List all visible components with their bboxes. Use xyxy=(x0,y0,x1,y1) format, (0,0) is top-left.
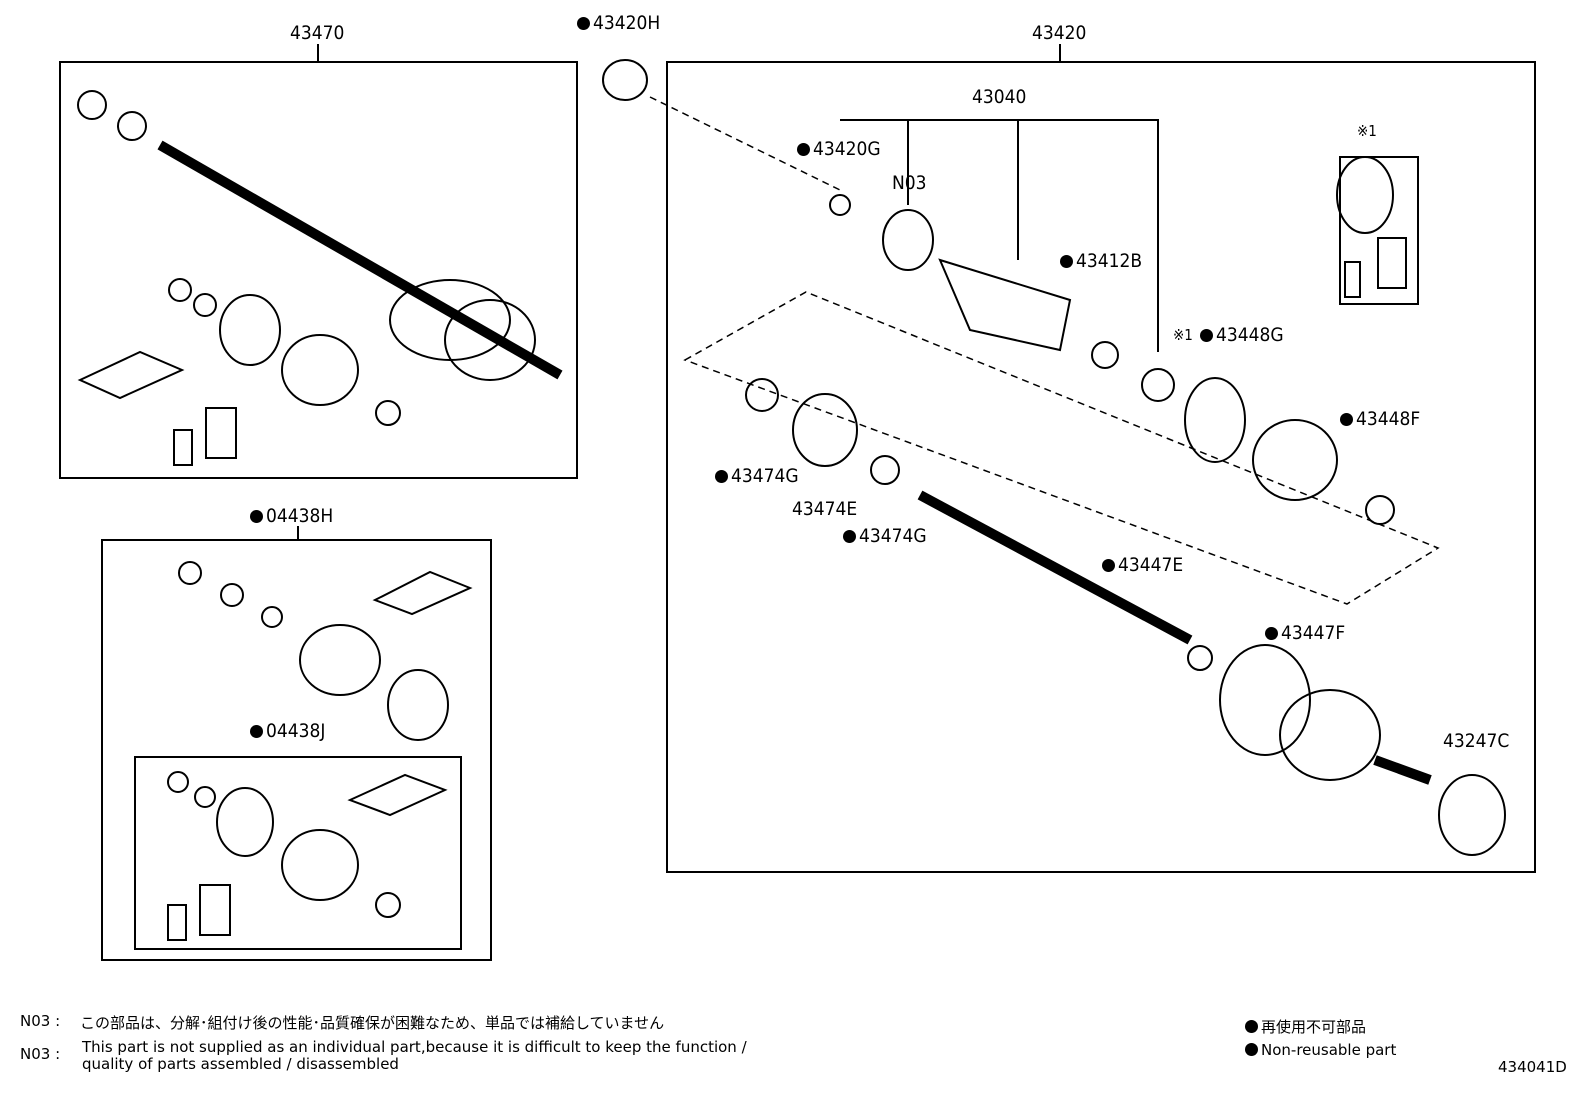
label-43447E: 43447E xyxy=(1102,554,1183,576)
label-43420: 43420 xyxy=(1032,22,1087,44)
assembly-box-43420 xyxy=(602,44,1536,873)
legend-en: Non-reusable part xyxy=(1245,1041,1396,1059)
boot-kit-box-04438J xyxy=(134,756,462,950)
note-text-jp: この部品は、分解･組付け後の性能･品質確保が困難なため、単品では補給していません xyxy=(80,1014,665,1032)
label-43474E: 43474E xyxy=(792,498,858,520)
note-key-jp: N03 : xyxy=(20,1012,61,1030)
label-43420H: 43420H xyxy=(577,12,660,34)
diagram-code: 434041D xyxy=(1498,1058,1567,1076)
legend-jp: 再使用不可部品 xyxy=(1245,1016,1366,1037)
label-43470: 43470 xyxy=(290,22,345,44)
label-43474G-1: 43474G xyxy=(715,465,799,487)
note-key-en: N03 : xyxy=(20,1045,61,1063)
label-43247C: 43247C xyxy=(1443,730,1510,752)
label-43448G: 43448G xyxy=(1200,324,1284,346)
label-43474G-2: 43474G xyxy=(843,525,927,547)
label-n03: N03 xyxy=(892,172,927,194)
label-43420G: 43420G xyxy=(797,138,881,160)
label-04438J: 04438J xyxy=(250,720,325,742)
label-43412B: 43412B xyxy=(1060,250,1142,272)
label-note-1: ※1 xyxy=(1173,326,1193,344)
assembly-box-43470 xyxy=(59,44,578,479)
label-04438H: 04438H xyxy=(250,505,333,527)
label-43448F: 43448F xyxy=(1340,408,1420,430)
label-note-1-top: ※1 xyxy=(1357,122,1377,140)
note-text-en-1: This part is not supplied as an individu… xyxy=(82,1038,747,1056)
boot-kit-box-04438H xyxy=(101,526,492,961)
label-43447F: 43447F xyxy=(1265,622,1345,644)
label-43040: 43040 xyxy=(972,86,1027,108)
note-text-en-2: quality of parts assembled / disassemble… xyxy=(82,1055,399,1073)
